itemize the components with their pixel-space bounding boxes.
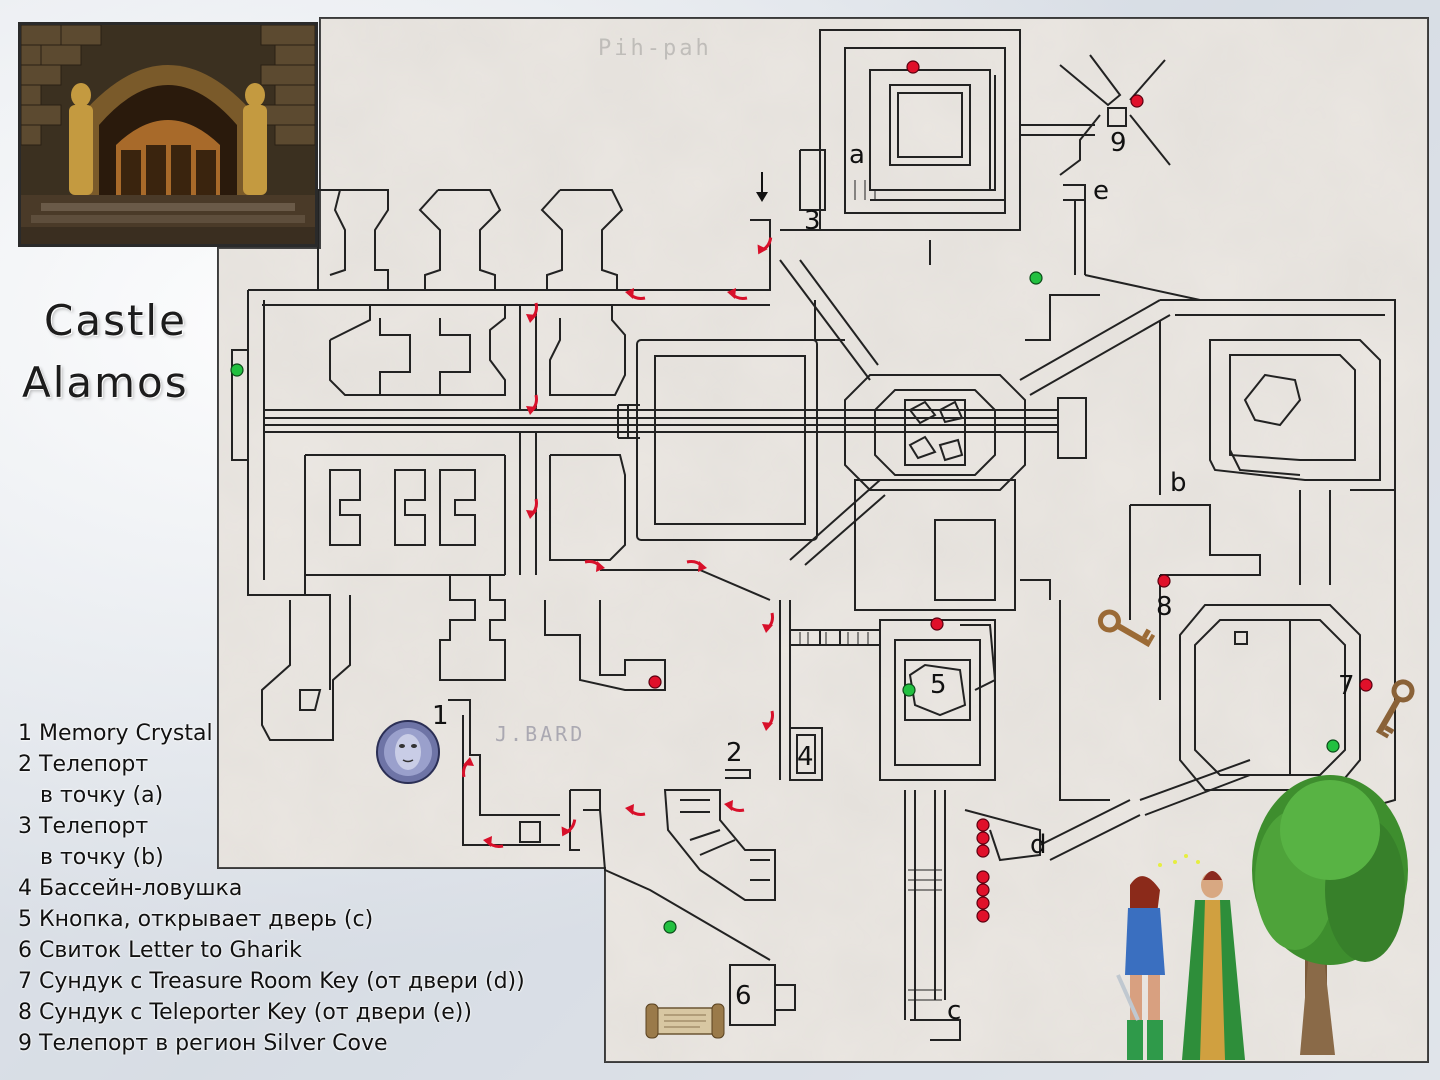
map-label-1: 1: [432, 701, 449, 731]
legend-item-5: 5 Кнопка, открывает дверь (с): [18, 907, 374, 932]
map-label-b: b: [1170, 468, 1187, 498]
red-marker: [930, 617, 944, 631]
tree-icon: [1252, 775, 1408, 1055]
scroll-icon: [645, 1003, 725, 1039]
green-marker: [1326, 739, 1340, 753]
green-marker: [902, 683, 916, 697]
red-marker: [1130, 94, 1144, 108]
red-marker: [976, 883, 990, 897]
red-marker: [976, 909, 990, 923]
red-marker: [976, 896, 990, 910]
legend-item-7: 7 Сундук с Treasure Room Key (от двери (…: [18, 969, 525, 994]
red-marker: [976, 870, 990, 884]
legend-item-4: 4 Бассейн-ловушка: [18, 876, 243, 901]
map-label-9: 9: [1110, 128, 1127, 158]
legend-item-9: 9 Телепорт в регион Silver Cove: [18, 1031, 388, 1056]
map-label-7: 7: [1338, 671, 1355, 701]
red-marker: [976, 831, 990, 845]
key-icon: [1097, 609, 1156, 648]
map-label-4: 4: [797, 742, 814, 772]
map-title-line1: Castle: [44, 296, 187, 345]
legend-item-2: 2 Телепорт: [18, 752, 149, 777]
legend-item-1: 1 Memory Crystal: [18, 721, 213, 746]
map-label-2: 2: [726, 738, 743, 768]
map-label-d: d: [1030, 830, 1047, 860]
legend-item-6: 6 Свиток Letter to Gharik: [18, 938, 302, 963]
red-marker: [976, 844, 990, 858]
red-marker: [1157, 574, 1171, 588]
characters-icon: [1116, 854, 1245, 1060]
entrance-arrow-icon: [756, 172, 768, 202]
watermark-artist: J.BARD: [495, 722, 586, 746]
green-marker: [230, 363, 244, 377]
stairs: [799, 180, 942, 1001]
map-label-6: 6: [735, 981, 752, 1011]
red-marker: [648, 675, 662, 689]
legend-item-2-cont: в точку (а): [40, 783, 164, 808]
map-title-line2: Alamos: [22, 358, 189, 407]
watermark-top: Pih-pah: [598, 36, 712, 61]
legend-item-3-cont: в точку (b): [40, 845, 164, 870]
green-marker: [663, 920, 677, 934]
green-marker: [1029, 271, 1043, 285]
map-label-5: 5: [930, 670, 947, 700]
legend-item-8: 8 Сундук с Teleporter Key (от двери (е)): [18, 1000, 472, 1025]
legend-item-3: 3 Телепорт: [18, 814, 149, 839]
red-marker: [906, 60, 920, 74]
map-label-c: c: [947, 996, 962, 1026]
map-walls: [231, 29, 1396, 1041]
red-marker: [976, 818, 990, 832]
location-screenshot: [18, 22, 318, 247]
map-label-e: e: [1093, 176, 1109, 206]
map-label-3: 3: [804, 206, 821, 236]
key-icon: [1375, 679, 1415, 739]
map-label-8: 8: [1156, 592, 1173, 622]
castle-hall-image: [21, 25, 315, 244]
map-label-a: a: [849, 140, 865, 170]
map-legend: 1 Memory Crystal 2 Телепорт в точку (а) …: [18, 718, 598, 1059]
green-markers: [230, 271, 1340, 934]
memory-crystal-icon: [376, 720, 440, 784]
red-marker: [1359, 678, 1373, 692]
red-markers: [648, 60, 1373, 923]
